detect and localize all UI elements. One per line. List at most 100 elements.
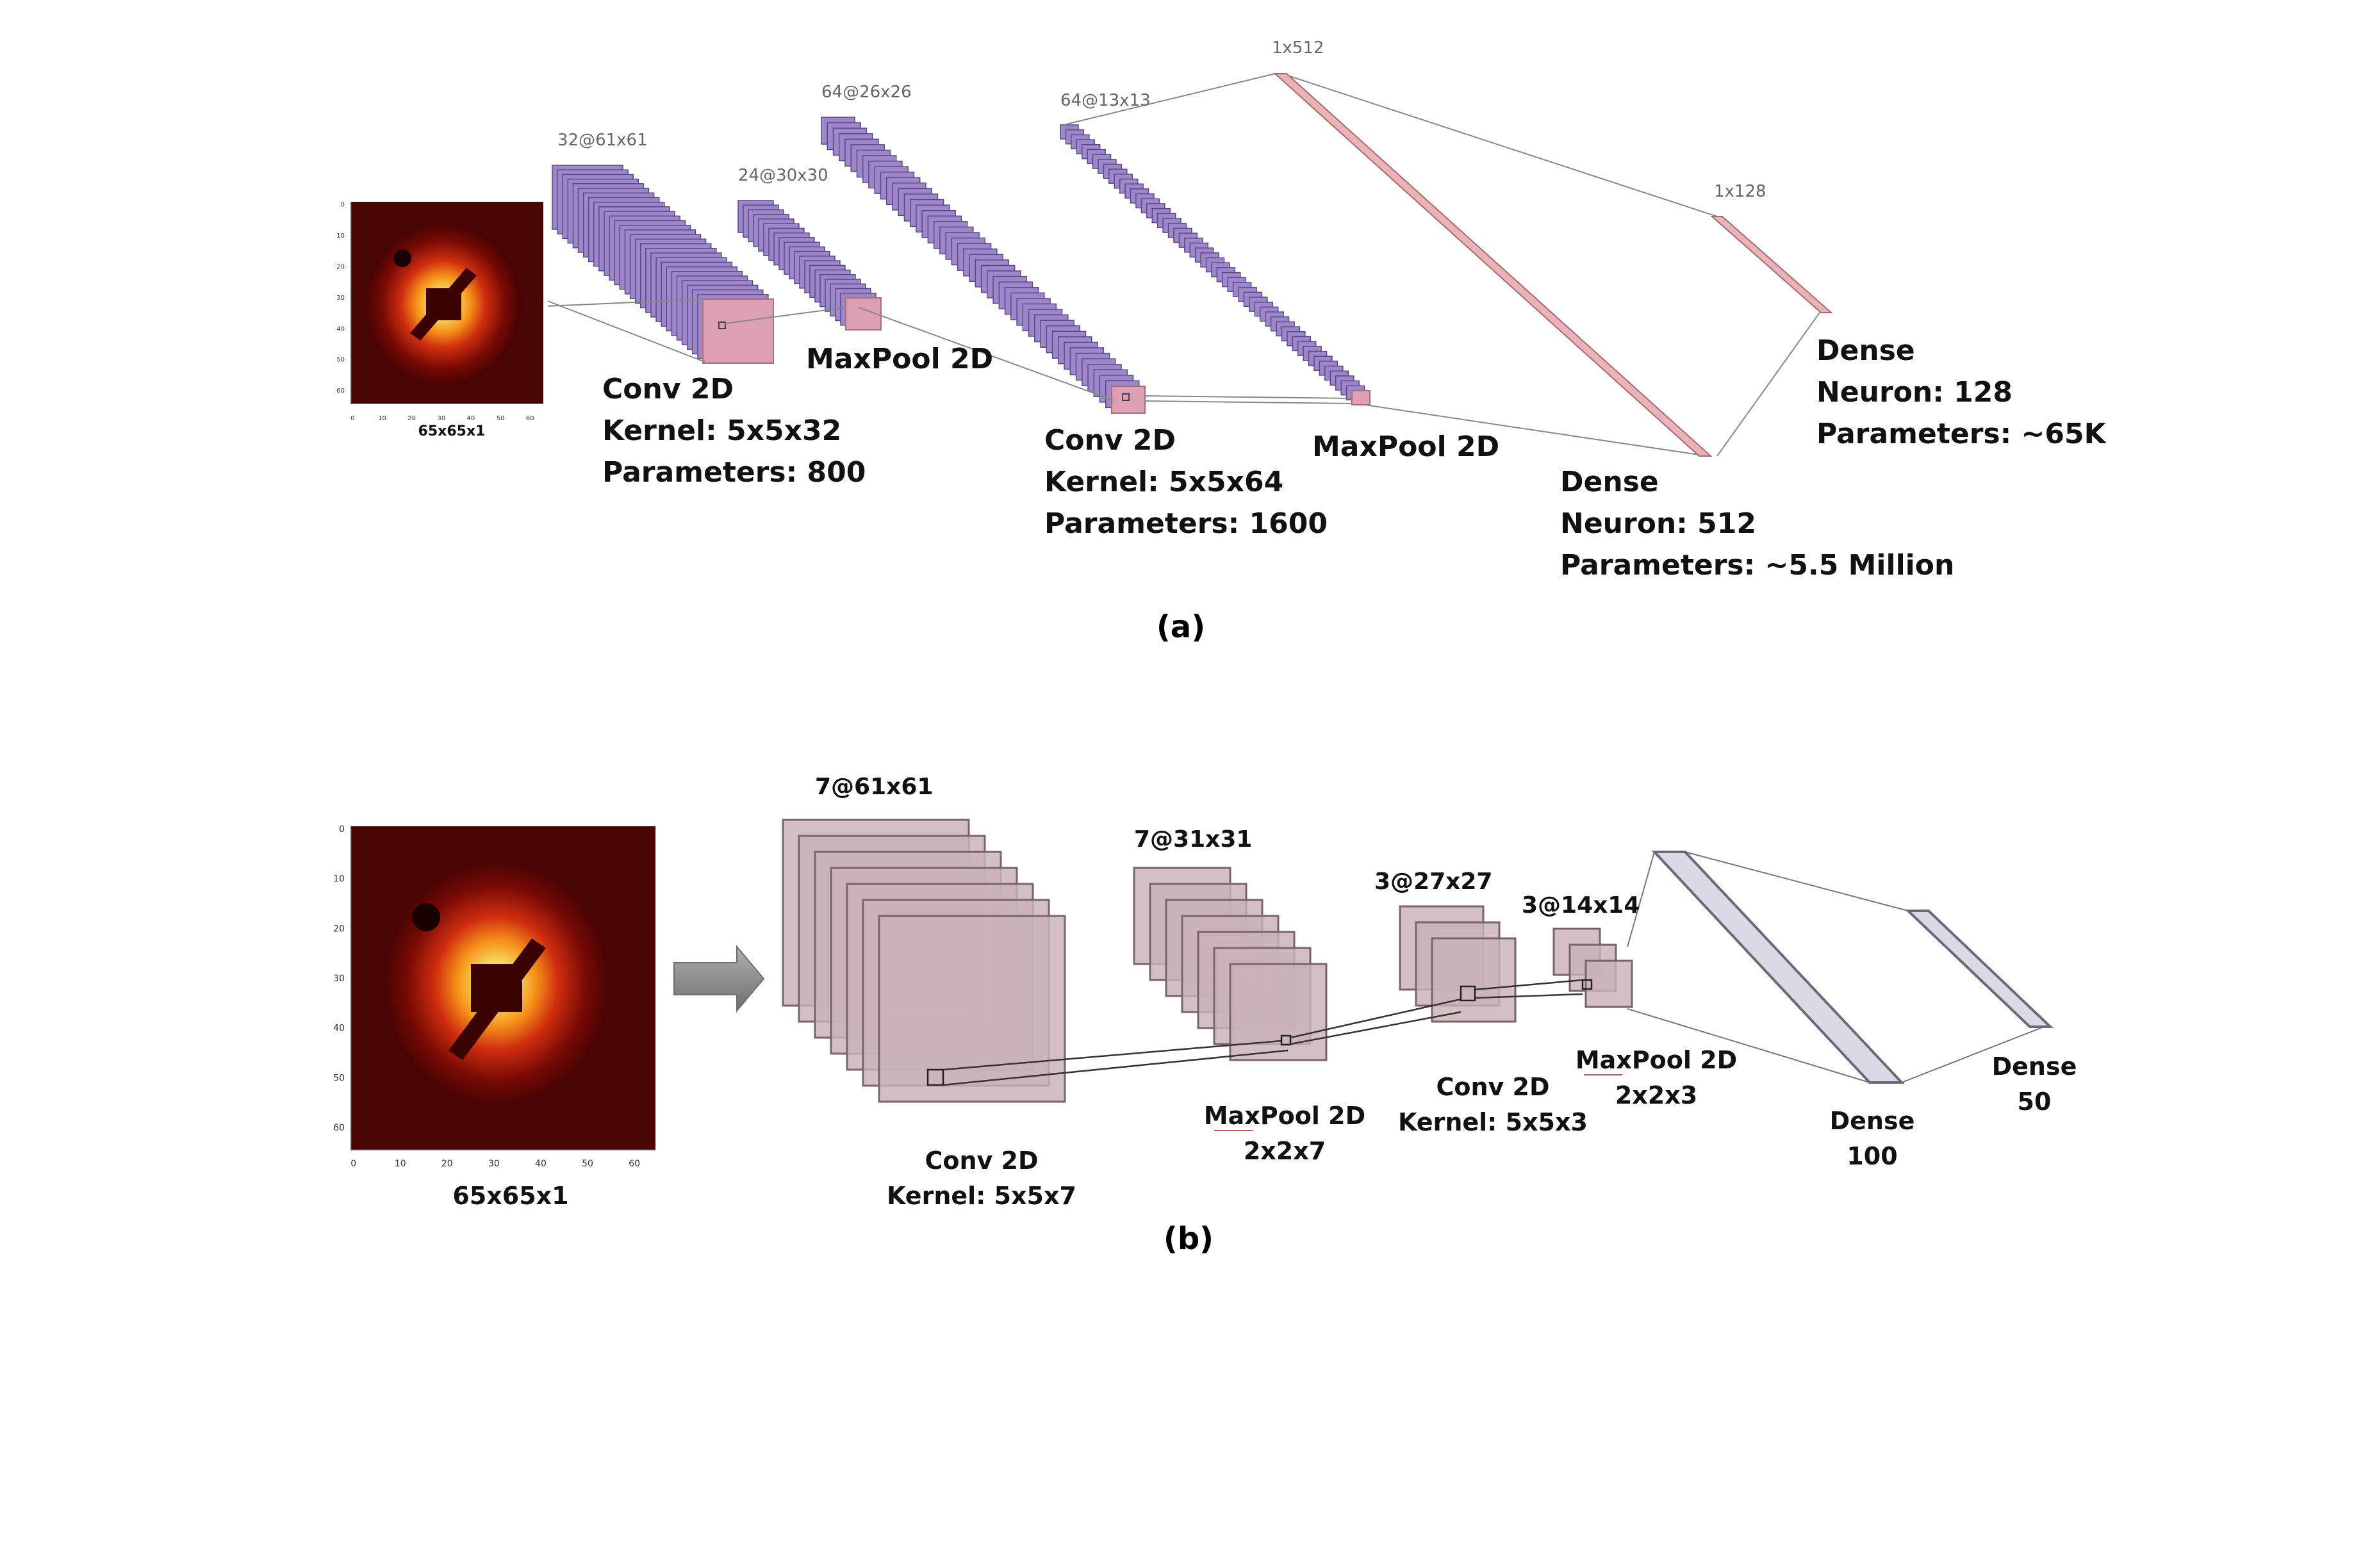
b-pool2-line-2: 2x2x3 (1615, 1081, 1697, 1109)
feature-map (1432, 938, 1515, 1022)
y-tick-label: 10 (333, 874, 345, 885)
panel-a-caption: (a) (1157, 609, 1205, 645)
conv1-line-1: Conv 2D (602, 373, 734, 405)
dense128-dims: 1x128 (1714, 182, 1766, 201)
b-conv1-dims: 7@61x61 (815, 774, 933, 800)
x-tick-label: 60 (629, 1159, 640, 1169)
x-tick-label: 30 (488, 1159, 500, 1169)
b-conv1-description: Conv 2D Kernel: 5x5x7 (887, 1147, 1076, 1210)
b-dense50-line-2: 50 (2018, 1088, 2052, 1116)
x-tick-label: 40 (535, 1159, 547, 1169)
b-dense50-description: Dense 50 (1992, 1052, 2077, 1116)
b-conv1-line-2: Kernel: 5x5x7 (887, 1182, 1076, 1210)
y-tick-label: 20 (336, 263, 345, 270)
b-dense100-line-1: Dense (1830, 1107, 1915, 1135)
conv2-dims: 64@26x26 (821, 83, 912, 102)
b-dense100-line-2: 100 (1847, 1142, 1897, 1170)
feature-map (879, 916, 1065, 1102)
conv1-description: Conv 2D Kernel: 5x5x32 Parameters: 800 (602, 373, 866, 489)
x-tick-label: 0 (350, 415, 354, 422)
y-tick-label: 40 (336, 325, 345, 332)
pool2-kernel-window (1352, 391, 1370, 405)
y-tick-label: 0 (339, 824, 345, 835)
y-tick-label: 50 (333, 1073, 345, 1083)
y-tick-label: 60 (336, 388, 345, 395)
y-tick-label: 50 (336, 357, 345, 364)
conv1-dims: 32@61x61 (557, 131, 648, 150)
dense512-line-1: Dense (1560, 466, 1659, 498)
feature-map (1586, 961, 1632, 1007)
b-conv2-dims: 3@27x27 (1374, 869, 1492, 895)
heatmap-dark-spot (412, 903, 440, 931)
b-pool1-line-1: MaxPool 2D (1204, 1102, 1365, 1130)
connector (1717, 313, 1820, 456)
y-tick-label: 20 (333, 924, 345, 934)
connector (1288, 76, 1717, 216)
dense512-dims: 1x512 (1272, 38, 1324, 58)
y-tick-label: 60 (333, 1123, 345, 1133)
panel-b-caption: (b) (1164, 1221, 1214, 1257)
dense128-line-3: Parameters: ~65K (1816, 418, 2107, 450)
y-tick-label: 30 (336, 295, 345, 302)
x-tick-label: 20 (407, 415, 416, 422)
panel-b-pool1-stack (1134, 868, 1326, 1060)
b-pool1-description: MaxPool 2D 2x2x7 (1204, 1102, 1365, 1165)
b-pool1-dims: 7@31x31 (1134, 826, 1252, 853)
b-pool2-line-1: MaxPool 2D (1576, 1046, 1737, 1074)
conv2-line-2: Kernel: 5x5x64 (1044, 466, 1283, 498)
panel-b-input-image: 0 0 10 10 20 20 30 30 40 40 50 50 60 60 65x65x1 (333, 824, 655, 1210)
pool2-description: MaxPool 2D (1312, 430, 1499, 463)
x-tick-label: 20 (441, 1159, 453, 1169)
b-conv1-line-1: Conv 2D (925, 1147, 1038, 1175)
dense512-line-2: Neuron: 512 (1560, 507, 1756, 540)
dense512-line-3: Parameters: ~5.5 Million (1560, 549, 1954, 582)
conv1-line-2: Kernel: 5x5x32 (602, 414, 841, 447)
conv2-description: Conv 2D Kernel: 5x5x64 Parameters: 1600 (1044, 424, 1328, 540)
x-tick-label: 60 (526, 415, 534, 422)
dense-128-bar (1712, 216, 1831, 313)
heatmap-dark-spot (393, 249, 411, 267)
y-tick-label: 40 (333, 1024, 345, 1034)
panel-b-conv1-stack (783, 820, 1065, 1102)
feature-map (1230, 964, 1326, 1060)
panel-a-connectors (548, 74, 1820, 456)
flow-arrow (674, 947, 764, 1011)
panel-b-conv2-stack (1400, 906, 1515, 1022)
pool2-dims: 64@13x13 (1060, 91, 1151, 110)
x-tick-label: 50 (582, 1159, 593, 1169)
b-pool2-description: MaxPool 2D 2x2x3 (1576, 1046, 1737, 1109)
y-tick-label: 10 (336, 233, 345, 240)
dense128-line-2: Neuron: 128 (1816, 376, 2013, 409)
x-tick-label: 30 (437, 415, 445, 422)
conv1-line-3: Parameters: 800 (602, 456, 866, 489)
y-tick-label: 30 (333, 974, 345, 984)
dense512-description: Dense Neuron: 512 Parameters: ~5.5 Milli… (1560, 466, 1954, 582)
connector (1145, 401, 1352, 404)
b-dense50-line-1: Dense (1992, 1052, 2077, 1081)
x-tick-label: 10 (395, 1159, 406, 1169)
panel-b-input-label: 65x65x1 (452, 1182, 568, 1210)
panel-a-input-label: 65x65x1 (418, 423, 486, 439)
conv1-kernel-window (703, 299, 773, 363)
pool1-description: MaxPool 2D (806, 343, 993, 375)
dense128-line-1: Dense (1816, 334, 1915, 367)
connector (1145, 396, 1352, 398)
b-pool2-dims: 3@14x14 (1522, 892, 1640, 919)
b-conv2-description: Conv 2D Kernel: 5x5x3 (1398, 1073, 1588, 1136)
b-pool1-line-2: 2x2x7 (1244, 1137, 1326, 1165)
conv2-line-1: Conv 2D (1044, 424, 1176, 457)
y-tick-label: 0 (341, 201, 345, 208)
x-tick-label: 0 (350, 1159, 356, 1169)
dense-50-bar (1908, 911, 2050, 1027)
b-dense100-description: Dense 100 (1830, 1107, 1915, 1170)
conv2-line-3: Parameters: 1600 (1044, 507, 1328, 540)
x-tick-label: 10 (378, 415, 386, 422)
panel-b: 0 0 10 10 20 20 30 30 40 40 50 50 60 60 65x65x1 (333, 774, 2077, 1257)
b-conv2-line-2: Kernel: 5x5x3 (1398, 1108, 1588, 1136)
x-tick-label: 40 (467, 415, 475, 422)
b-conv2-line-1: Conv 2D (1436, 1073, 1549, 1101)
